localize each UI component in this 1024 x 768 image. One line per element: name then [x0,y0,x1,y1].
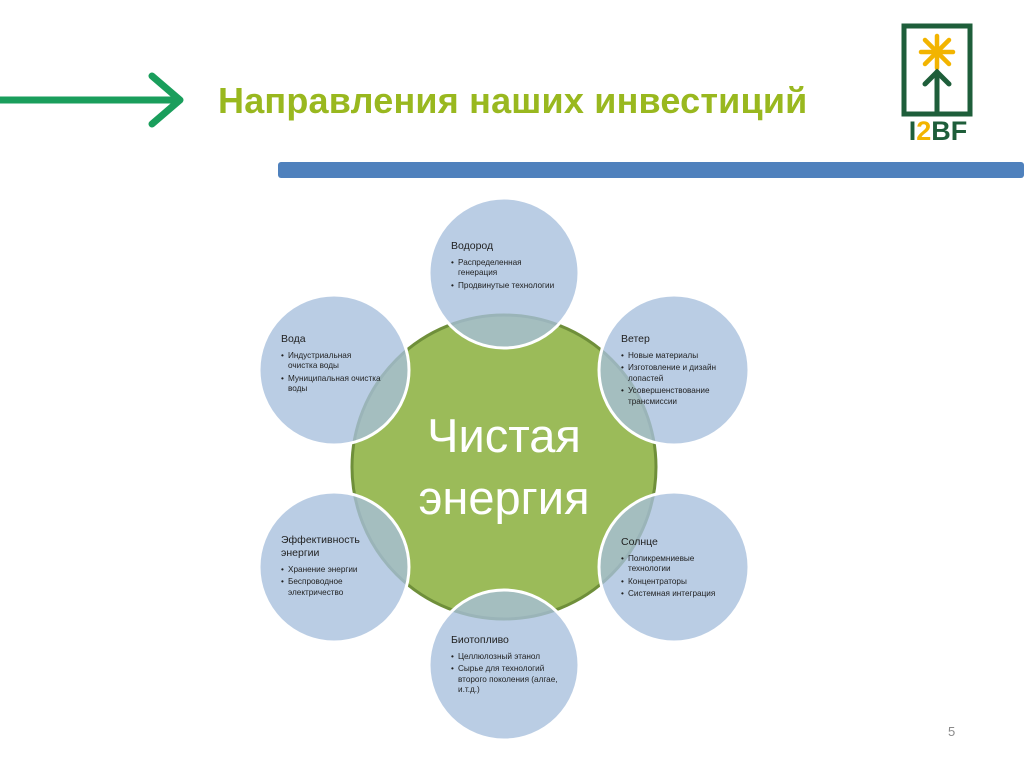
efficiency-text: Эффективность энергии Хранение энергии Б… [281,534,381,600]
list-item: Распределенная генерация [451,258,561,279]
water-text: Вода Индустриальная очистка воды Муницип… [281,333,381,397]
hydrogen-title: Водород [451,240,494,252]
water-title: Вода [281,333,306,345]
page-number: 5 [948,724,956,739]
list-item: Изготовление и дизайн лопастей [621,363,731,384]
list-item: Новые материалы [621,351,731,362]
hydrogen-text: Водород Распределенная генерация Продвин… [451,240,561,293]
list-item: Поликремниевые технологии [621,554,733,575]
solar-title: Солнце [621,536,658,548]
list-item: Системная интеграция [621,589,733,600]
wind-title: Ветер [621,333,650,345]
wind-text: Ветер Новые материалы Изготовление и диз… [621,333,731,409]
center-label-line2: энергия [418,471,590,524]
list-item: Индустриальная очистка воды [281,351,381,372]
biofuel-title: Биотопливо [451,634,509,646]
list-item: Беспроводное электричество [281,577,381,598]
list-item: Хранение энергии [281,565,381,576]
list-item: Концентраторы [621,577,733,588]
list-item: Целлюлозный этанол [451,652,563,663]
list-item: Сырье для технологий второго поколения (… [451,664,563,695]
center-label: Чистая энергия [354,405,654,529]
list-item: Усовершенствование трансмиссии [621,386,731,407]
efficiency-title: Эффективность энергии [281,534,360,559]
biofuel-text: Биотопливо Целлюлозный этанол Сырье для … [451,634,563,698]
list-item: Муниципальная очистка воды [281,374,381,395]
right-arrow-icon [0,72,184,128]
solar-text: Солнце Поликремниевые технологии Концент… [621,536,733,602]
center-label-line1: Чистая [427,409,581,462]
header-divider [278,162,1024,178]
logo-wordmark: I2BF [908,116,968,146]
sprout-star-icon [901,23,973,117]
list-item: Продвинутые технологии [451,281,561,292]
page-title: Направления наших инвестиций [218,80,808,121]
